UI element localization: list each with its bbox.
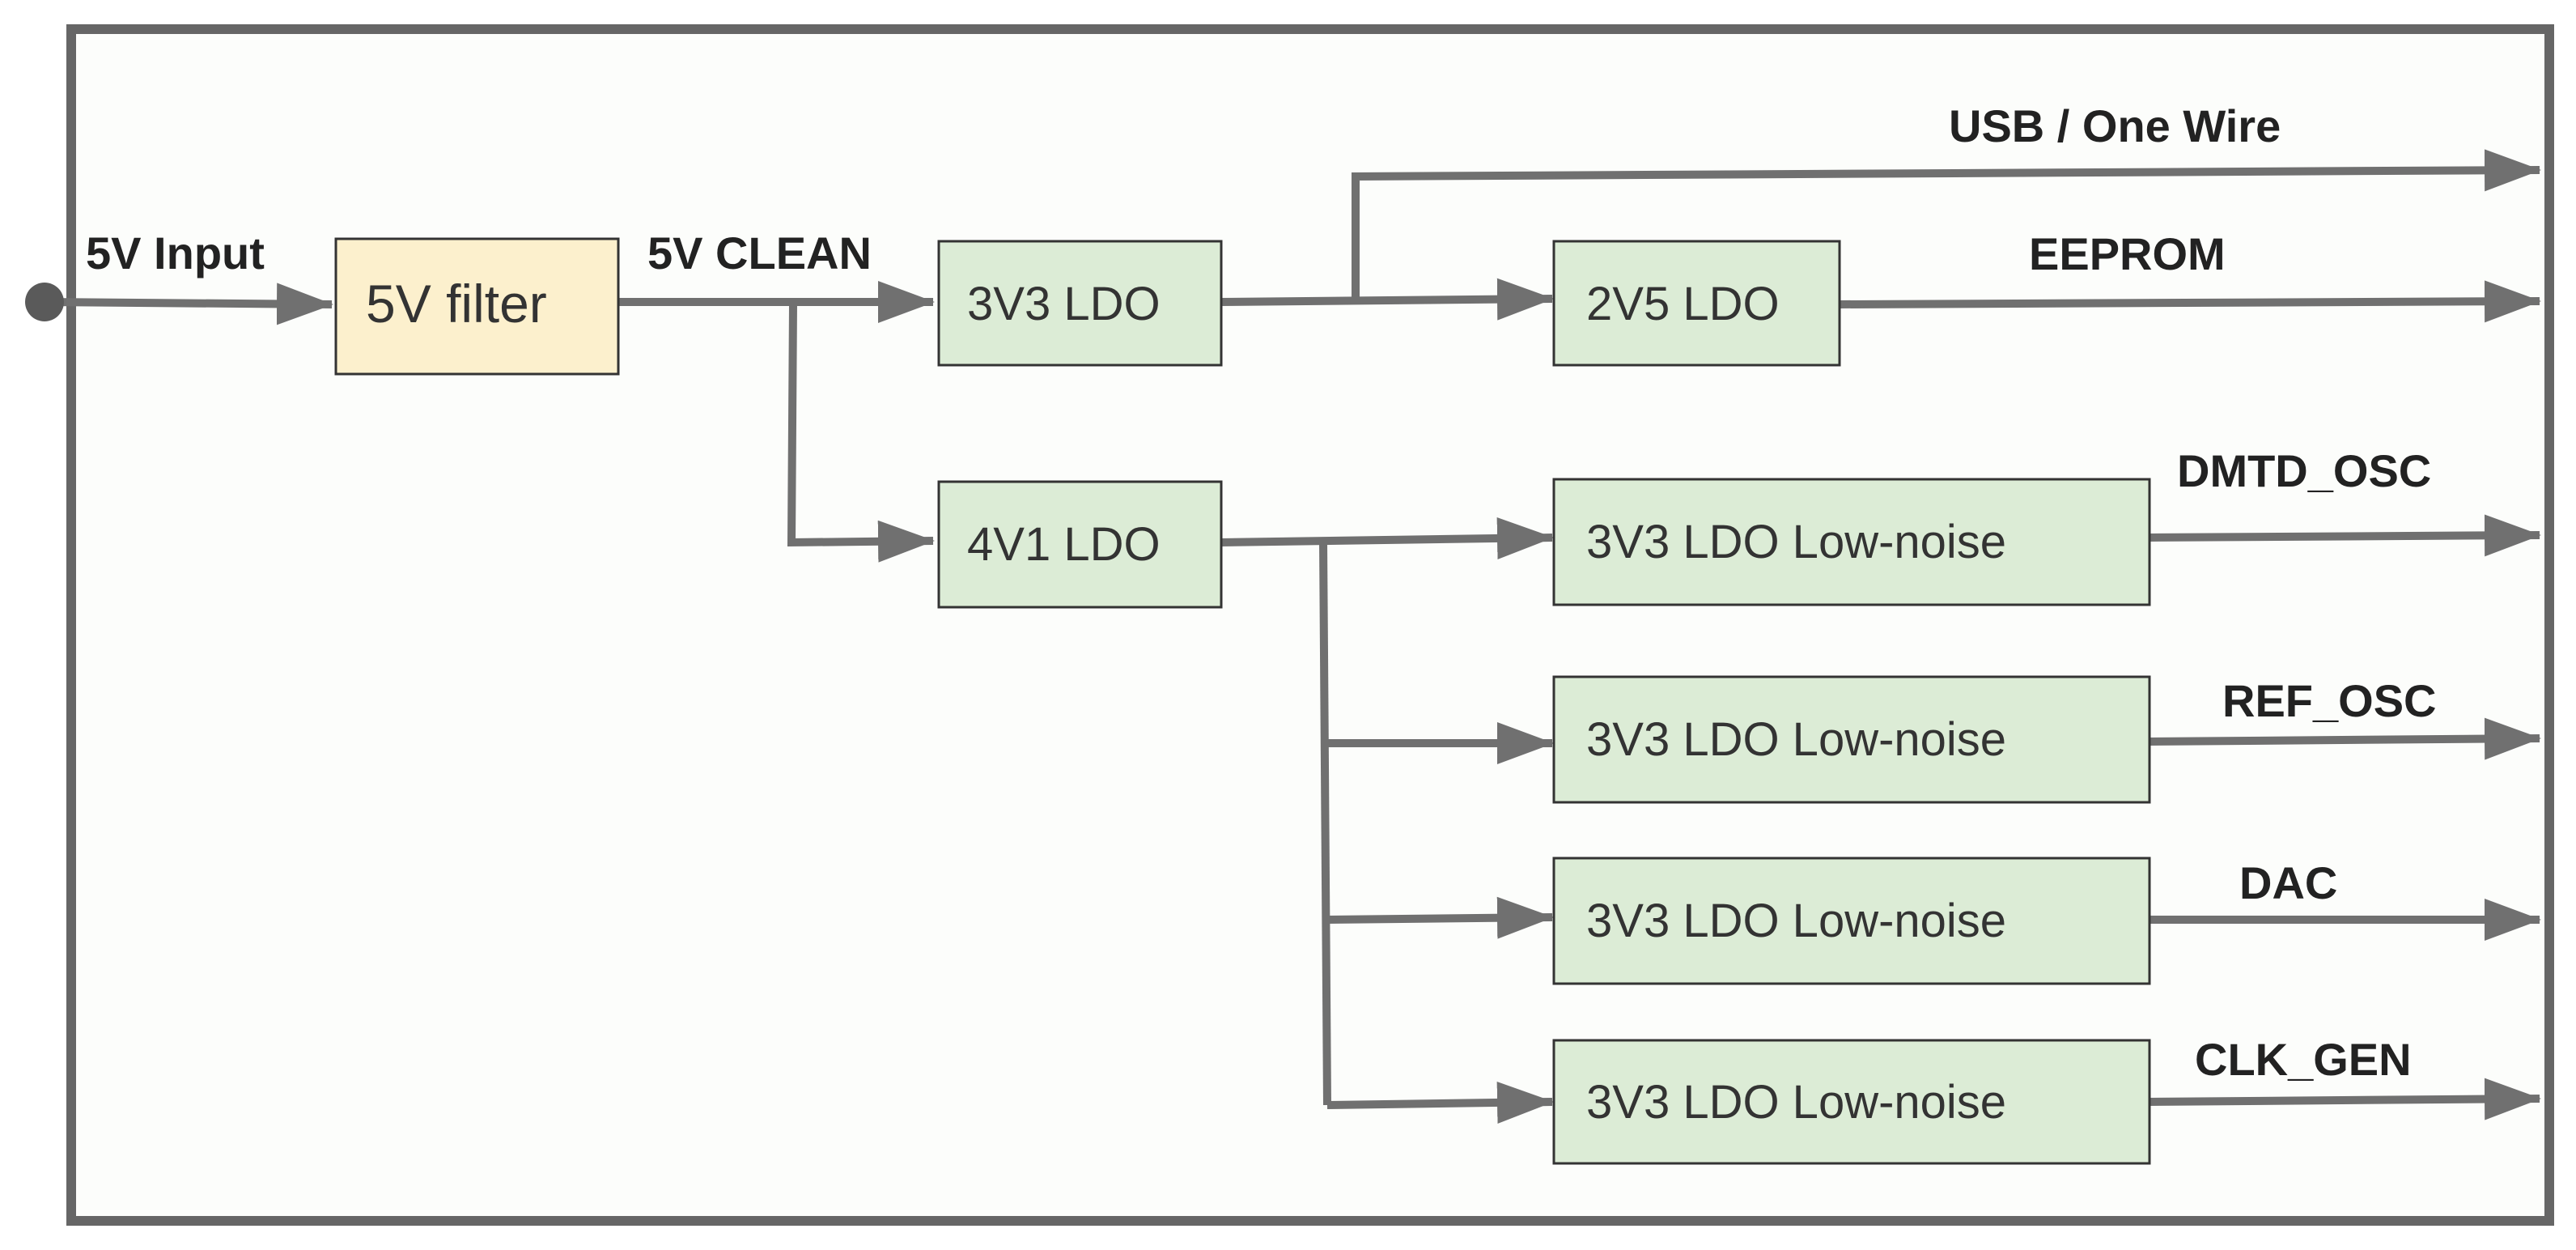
- ldo-4v1-label: 4V1 LDO: [967, 518, 1161, 571]
- ref-osc-arrow: [2149, 717, 2541, 760]
- ln-block-1: [1552, 478, 2151, 606]
- input-label: 5V Input: [86, 227, 265, 278]
- ldo-3v3-block: [937, 240, 1223, 367]
- eeprom-label: EEPROM: [2029, 228, 2226, 279]
- 3v3-to-2v5-arrow: [1220, 278, 1554, 321]
- 4v1-to-ln1-arrow: [1220, 517, 1554, 559]
- bus-to-ln3-arrow: [1326, 896, 1554, 939]
- clk-gen-label: CLK_GEN: [2195, 1034, 2412, 1085]
- filter-block-label: 5V filter: [366, 274, 547, 334]
- usb-label: USB / One Wire: [1949, 100, 2281, 151]
- clean-to-4v1-arrow: [787, 303, 935, 563]
- ref-osc-label: REF_OSC: [2222, 675, 2437, 726]
- ldo-2v5-block: [1552, 240, 1841, 367]
- 4v1-bus-line: [1319, 540, 1331, 1106]
- input-to-filter-arrow: [44, 283, 333, 325]
- blocks: [334, 237, 2151, 1165]
- ldo-2v5-label: 2V5 LDO: [1586, 278, 1780, 330]
- bus-to-ln4-arrow: [1326, 1081, 1554, 1124]
- dmtd-osc-arrow: [2149, 514, 2541, 557]
- ln-block-4: [1552, 1039, 2151, 1165]
- board-frame: [66, 24, 2554, 1226]
- connections: [44, 149, 2541, 1124]
- ln-block-2: [1552, 675, 2151, 804]
- ln-block-2-label: 3V3 LDO Low-noise: [1586, 713, 2006, 766]
- usb-one-wire-arrow: [1352, 149, 2541, 298]
- eeprom-arrow: [1839, 280, 2541, 323]
- ln-block-1-label: 3V3 LDO Low-noise: [1586, 516, 2006, 568]
- clean-label: 5V CLEAN: [647, 227, 872, 278]
- ln-block-3-label: 3V3 LDO Low-noise: [1586, 895, 2006, 947]
- filter-block: [334, 237, 620, 376]
- dac-label: DAC: [2239, 857, 2337, 908]
- input-terminal-dot: [25, 283, 64, 321]
- clk-gen-arrow: [2149, 1078, 2541, 1120]
- dmtd-osc-label: DMTD_OSC: [2177, 445, 2431, 496]
- ldo-3v3-label: 3V3 LDO: [967, 278, 1161, 330]
- ln-block-3: [1552, 857, 2151, 985]
- ldo-4v1-block: [937, 480, 1223, 609]
- ln-block-4-label: 3V3 LDO Low-noise: [1586, 1076, 2006, 1129]
